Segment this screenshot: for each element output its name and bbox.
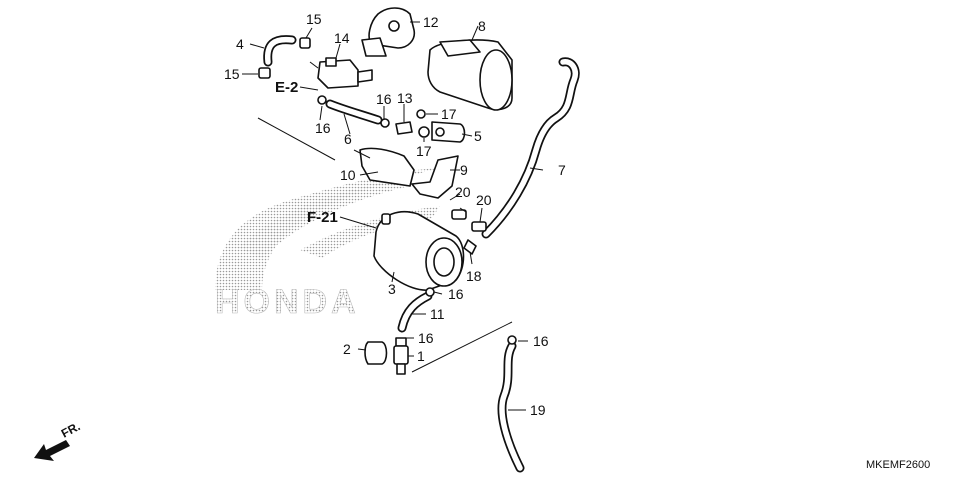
callout-5: 5 (474, 128, 482, 144)
callout-17a: 17 (441, 106, 457, 122)
hose-part-6 (325, 99, 383, 125)
diagram-code: MKEMF2600 (866, 459, 930, 471)
callout-3: 3 (388, 281, 396, 297)
clamp-part-16e (507, 335, 517, 345)
callout-10: 10 (340, 167, 356, 183)
clamp-part-15 (258, 37, 311, 79)
callout-16c: 16 (448, 286, 464, 302)
grommet-part-17 (416, 109, 430, 138)
leader-lines (242, 21, 544, 411)
hose-part-11 (397, 291, 433, 333)
callout-16e: 16 (533, 333, 549, 349)
front-direction-marker: FR. (34, 419, 82, 461)
grommet-part-18 (463, 239, 477, 255)
callout-9: 9 (460, 162, 468, 178)
callout-labels: 15 12 8 4 14 15 16 13 17 16 5 6 17 9 7 1… (224, 11, 566, 418)
fitting-part-1 (393, 337, 409, 375)
bracket-part-5 (431, 121, 466, 143)
clamp-part-16c (425, 287, 435, 297)
callout-15a: 15 (306, 11, 322, 27)
watermark-brand-text: HONDA (215, 283, 360, 321)
callout-1: 1 (417, 348, 425, 364)
callout-20a: 20 (455, 184, 471, 200)
callout-18: 18 (466, 268, 482, 284)
callout-2: 2 (343, 341, 351, 357)
bracket-part-10 (353, 147, 415, 187)
callout-12: 12 (423, 14, 439, 30)
callout-16b: 16 (315, 120, 331, 136)
canister-part-3 (373, 210, 465, 291)
callout-8: 8 (478, 18, 486, 34)
cap-part-2 (364, 341, 388, 365)
hose-part-7 (481, 57, 580, 239)
hose-part-19 (497, 341, 525, 473)
callout-13: 13 (397, 90, 413, 106)
front-arrow-icon (34, 440, 70, 461)
callout-6: 6 (344, 131, 352, 147)
callout-14: 14 (334, 30, 350, 46)
bracket-part-12 (361, 7, 416, 57)
cover-part-8 (427, 39, 513, 111)
callout-16d: 16 (418, 330, 434, 346)
fitting-part-13 (395, 121, 413, 135)
solenoid-valve-part-14 (309, 57, 373, 89)
brand-watermark: HONDA (215, 168, 440, 321)
callout-11: 11 (430, 306, 445, 322)
bolt-part-20 (451, 209, 487, 232)
hose-part-4 (263, 35, 297, 67)
callout-16a: 16 (376, 91, 392, 107)
callout-15b: 15 (224, 66, 240, 82)
clamp-part-16a (317, 95, 327, 105)
callout-4: 4 (236, 36, 244, 52)
section-ref-e2: E-2 (275, 79, 298, 96)
clamp-part-16b (380, 118, 390, 128)
front-label: FR. (59, 419, 83, 440)
callout-19: 19 (530, 402, 546, 418)
bracket-part-9 (411, 155, 459, 199)
section-ref-f21: F-21 (307, 209, 338, 226)
callout-7: 7 (558, 162, 566, 178)
callout-17b: 17 (416, 143, 432, 159)
callout-20b: 20 (476, 192, 492, 208)
